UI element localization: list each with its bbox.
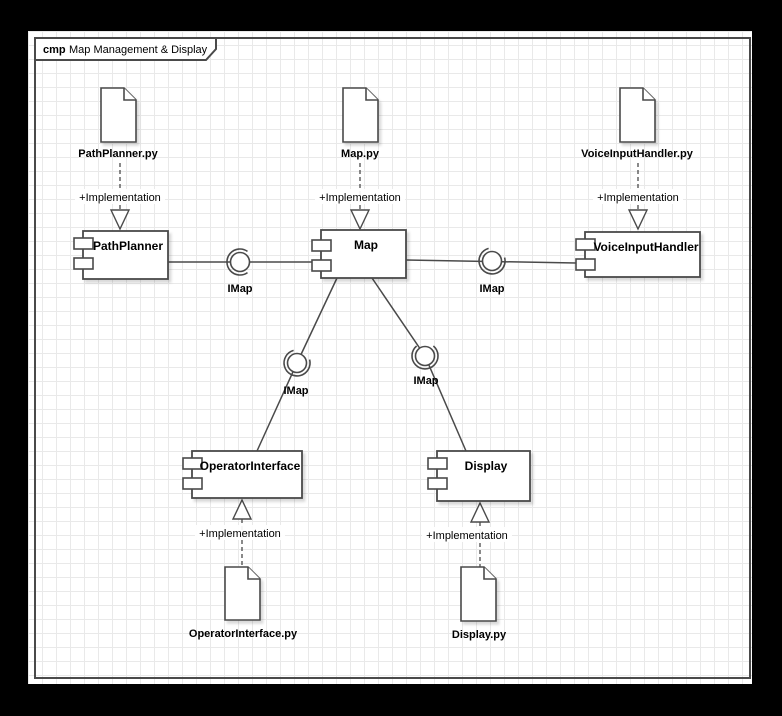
component-body bbox=[82, 230, 169, 280]
interface-label: IMap bbox=[283, 385, 308, 397]
file-icon bbox=[224, 566, 261, 621]
interface-ball-icon bbox=[414, 345, 436, 367]
component-port-icon bbox=[427, 457, 448, 470]
artifact-operatorinterface-py: OperatorInterface.py bbox=[189, 566, 298, 640]
file-icon bbox=[100, 87, 137, 143]
component-operatorinterface: OperatorInterface bbox=[182, 450, 303, 499]
realize-arrow-icon bbox=[349, 209, 371, 231]
component-port-icon bbox=[311, 259, 332, 272]
interface-ball-icon bbox=[481, 250, 503, 272]
file-icon bbox=[342, 87, 379, 143]
artifact-voiceinputhandler-py: VoiceInputHandler.py bbox=[581, 87, 694, 160]
frame-border bbox=[34, 37, 751, 679]
frame-kind-label: cmp bbox=[43, 44, 66, 56]
implementation-label: +Implementation bbox=[79, 192, 161, 204]
component-body bbox=[436, 450, 531, 502]
component-port-icon bbox=[182, 457, 203, 470]
interface-socket-icon bbox=[226, 248, 248, 276]
component-body bbox=[584, 231, 701, 278]
implementation-label: +Implementation bbox=[199, 528, 281, 540]
implementation-label: +Implementation bbox=[319, 192, 401, 204]
realization-display: +Implementation bbox=[422, 501, 512, 567]
component-name: VoiceInputHandler bbox=[593, 240, 698, 254]
implementation-label: +Implementation bbox=[597, 192, 679, 204]
component-body bbox=[320, 229, 407, 279]
interface-socket-icon bbox=[283, 349, 311, 377]
realize-arrow-icon bbox=[627, 209, 649, 231]
component-port-icon bbox=[427, 477, 448, 490]
component-port-icon bbox=[73, 237, 94, 250]
component-port-icon bbox=[575, 258, 596, 271]
wire-map-display bbox=[371, 277, 467, 452]
component-name: Map bbox=[354, 238, 378, 252]
interface-socket-icon bbox=[411, 345, 439, 370]
frame-name-tab bbox=[34, 37, 217, 61]
realize-arrow-icon bbox=[469, 501, 491, 523]
label-backing bbox=[195, 525, 285, 540]
artifact-pathplanner-py: PathPlanner.py bbox=[78, 87, 159, 160]
realization-pathplanner: +Implementation bbox=[75, 163, 165, 231]
artifact-label: VoiceInputHandler.py bbox=[581, 148, 694, 160]
file-fold-icon bbox=[642, 88, 655, 101]
file-fold-icon bbox=[365, 88, 378, 101]
artifact-map-py: Map.py bbox=[341, 87, 380, 160]
file-fold-icon bbox=[247, 567, 260, 580]
artifact-label: OperatorInterface.py bbox=[189, 628, 298, 640]
component-port-icon bbox=[575, 238, 596, 251]
interface-map-display: IMap bbox=[411, 345, 439, 387]
artifact-display-py: Display.py bbox=[452, 566, 507, 641]
component-display: Display bbox=[427, 450, 531, 502]
interface-label: IMap bbox=[413, 375, 438, 387]
component-body bbox=[191, 450, 303, 499]
implementation-label: +Implementation bbox=[426, 530, 508, 542]
interface-ball-icon bbox=[229, 251, 251, 273]
component-map: Map bbox=[311, 229, 407, 279]
interface-label: IMap bbox=[479, 283, 504, 295]
realization-voiceinputhandler: +Implementation bbox=[593, 163, 683, 231]
interface-socket-icon bbox=[478, 247, 506, 275]
label-backing bbox=[75, 189, 165, 204]
file-fold-icon bbox=[123, 88, 136, 101]
interface-label: IMap bbox=[227, 283, 252, 295]
frame-title: Map Management & Display bbox=[69, 44, 208, 56]
label-backing bbox=[593, 189, 683, 204]
interface-pathplanner-map: IMap bbox=[226, 248, 253, 295]
interface-ball-icon bbox=[286, 352, 308, 374]
file-fold-icon bbox=[483, 567, 496, 580]
artifact-label: PathPlanner.py bbox=[78, 148, 158, 160]
realization-operatorinterface: +Implementation bbox=[195, 498, 285, 567]
interface-map-operatorinterface: IMap bbox=[283, 349, 311, 397]
component-voiceinputhandler: VoiceInputHandler bbox=[575, 231, 701, 278]
label-backing bbox=[422, 527, 512, 542]
realize-arrow-icon bbox=[231, 498, 253, 520]
component-pathplanner: PathPlanner bbox=[73, 230, 169, 280]
component-port-icon bbox=[311, 239, 332, 252]
component-name: OperatorInterface bbox=[200, 459, 301, 473]
realization-map: +Implementation bbox=[315, 163, 405, 231]
component-port-icon bbox=[73, 257, 94, 270]
file-icon bbox=[460, 566, 497, 622]
artifact-label: Display.py bbox=[452, 629, 507, 641]
uml-frame: cmp Map Management & Display bbox=[34, 37, 751, 679]
interface-map-voiceinputhandler: IMap bbox=[478, 247, 506, 295]
artifact-label: Map.py bbox=[341, 148, 380, 160]
component-port-icon bbox=[182, 477, 203, 490]
component-name: Display bbox=[465, 459, 508, 473]
label-backing bbox=[315, 189, 405, 204]
realize-arrow-icon bbox=[109, 209, 131, 231]
file-icon bbox=[619, 87, 656, 143]
component-name: PathPlanner bbox=[93, 239, 163, 253]
